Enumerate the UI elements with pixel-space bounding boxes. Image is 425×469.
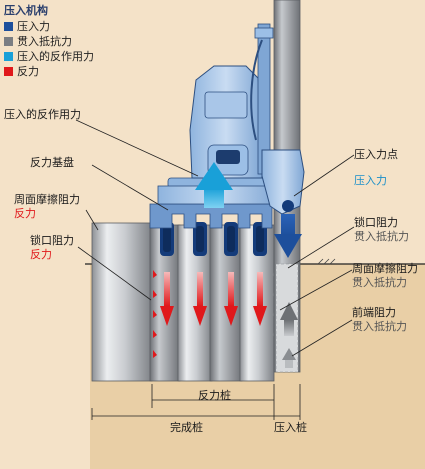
label-lock-resistance-left-sub: 反力 (30, 248, 52, 261)
machine-hose (250, 39, 263, 141)
label-skin-friction-left: 周面摩擦阻力 (14, 193, 80, 206)
press-point-marker (282, 200, 294, 212)
press-reaction-arrow (195, 162, 233, 208)
ground-hatch (317, 258, 336, 265)
soil-left-strip (0, 264, 90, 469)
reaction-piles (91, 222, 275, 382)
dim-pressing-pile: 压入桩 (274, 421, 307, 434)
label-press-force: 压入力 (354, 174, 387, 187)
lock-marks-left (153, 270, 157, 358)
label-press-point: 压入力点 (354, 148, 398, 161)
legend-item-press-force: 压入力 (4, 18, 50, 34)
label-tip-resistance: 前端阻力 (352, 306, 396, 319)
label-tip-resistance-sub: 贯入抵抗力 (352, 320, 407, 333)
legend-label: 压入力 (17, 20, 50, 33)
label-skin-friction-right: 周面摩擦阻力 (352, 262, 418, 275)
label-skin-friction-left-sub: 反力 (14, 207, 36, 220)
label-lock-resistance-left: 锁口阻力 (30, 234, 74, 247)
legend-swatch (4, 66, 13, 76)
legend-label: 贯入抵抗力 (17, 35, 72, 48)
dimension-lines (91, 384, 301, 420)
press-force-arrow (274, 214, 302, 258)
machine-motor-window (216, 150, 240, 164)
label-reaction-of-press: 压入的反作用力 (4, 108, 81, 121)
legend-item-reaction-force: 反力 (4, 63, 39, 79)
label-lock-resistance-right: 锁口阻力 (354, 216, 398, 229)
legend-swatch (4, 51, 13, 61)
legend-item-penetration-resistance: 贯入抵抗力 (4, 33, 72, 49)
label-skin-friction-right-sub: 贯入抵抗力 (352, 276, 407, 289)
legend-swatch (4, 21, 13, 31)
leader-lines (75, 119, 355, 357)
dim-completed-piles: 完成桩 (170, 421, 203, 434)
label-reaction-base: 反力基盘 (30, 156, 74, 169)
dim-reaction-piles: 反力桩 (198, 389, 231, 402)
legend-title: 压入机构 (4, 4, 48, 17)
machine-mast-top (254, 27, 274, 39)
label-lock-resistance-right-sub: 贯入抵抗力 (354, 230, 409, 243)
penetration-arrows (280, 302, 298, 368)
reaction-force-arrows (160, 272, 267, 326)
machine-panel (204, 91, 248, 119)
legend-label: 反力 (17, 65, 39, 78)
legend-item-press-reaction: 压入的反作用力 (4, 48, 94, 64)
legend-label: 压入的反作用力 (17, 50, 94, 63)
machine-clamps (160, 222, 267, 256)
reaction-base (149, 203, 273, 229)
legend-swatch (4, 36, 13, 46)
